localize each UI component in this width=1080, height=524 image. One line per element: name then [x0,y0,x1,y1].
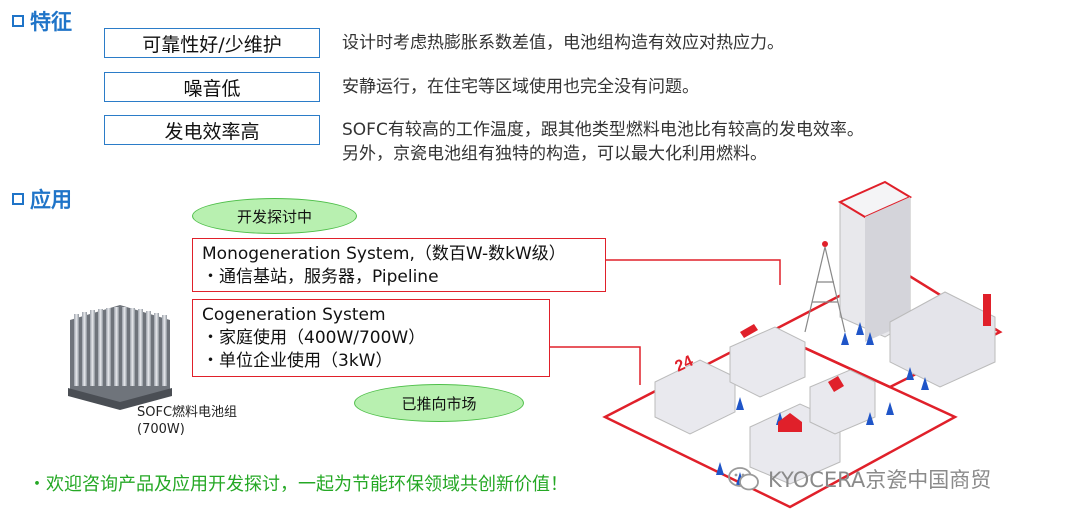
feature-desc-efficiency-2: 另外，京瓷电池组有独特的构造，可以最大化利用燃料。 [342,144,767,164]
house-sign-icon [778,413,802,432]
tower-building [837,180,913,342]
monogeneration-box: Monogeneration System,（数百W-数kW级） ・通信基站，服… [192,238,606,292]
city-illustration: 24 [602,180,1003,509]
product-caption: SOFC燃料电池组 (700W) [137,404,237,438]
feature-label-efficiency: 发电效率高 [104,115,320,145]
mono-connector-line [606,259,781,285]
footer-message: ・欢迎咨询产品及应用开发探讨，一起为节能环保领域共创新价值！ [28,474,568,495]
feature-desc-noise: 安静运行，在住宅等区域使用也完全没有问题。 [342,77,699,97]
product-caption-power: (700W) [137,422,185,437]
features-title: 特征 [30,10,72,34]
feature-desc-efficiency: SOFC有较高的工作温度，跟其他类型燃料电池比有较高的发电效率。 [342,120,864,140]
antenna-light [822,241,828,247]
wrench-sign-icon [740,324,758,338]
cogeneration-use-home: ・家庭使用（400W/700W） [202,328,426,348]
cogen-connector-line [550,346,641,385]
low-buildings [654,326,876,485]
dev-status-badge: 开发探讨中 [192,198,357,234]
features-heading: 特征 [12,6,72,36]
feature-label-noise: 噪音低 [104,72,320,102]
feature-label-reliability: 可靠性好/少维护 [104,28,320,58]
trees [716,322,929,485]
watermark: KYOCERA京瓷中国商贸 [728,464,991,494]
feature-label-text: 发电效率高 [164,120,260,143]
checkbox-square-icon [12,15,24,27]
application-title: 应用 [30,188,72,212]
market-status-text: 已推向市场 [401,394,477,413]
city-sign-24: 24 [673,353,696,376]
sofc-stack-image [68,305,172,410]
cogeneration-box: Cogeneration System ・家庭使用（400W/700W） ・单位… [192,299,550,377]
monogeneration-uses: ・通信基站，服务器，Pipeline [202,267,439,287]
cogeneration-title: Cogeneration System [202,305,386,325]
feature-label-text: 可靠性好/少维护 [142,33,282,56]
factory-building [889,291,996,388]
product-caption-name: SOFC燃料电池组 [137,405,238,420]
feature-label-text: 噪音低 [183,77,241,100]
market-status-badge: 已推向市场 [354,384,524,422]
antenna-tower [804,246,846,333]
checkbox-square-icon [12,193,24,205]
application-heading: 应用 [12,184,72,214]
monogeneration-title: Monogeneration System,（数百W-数kW级） [202,244,566,264]
cogeneration-use-business: ・单位企业使用（3kW） [202,351,393,371]
dev-status-text: 开发探讨中 [236,207,312,226]
scissors-sign-icon [828,376,844,392]
feature-desc-reliability: 设计时考虑热膨胀系数差值，电池组构造有效应对热应力。 [342,33,784,53]
watermark-text: KYOCERA京瓷中国商贸 [768,468,992,492]
wechat-icon [728,467,759,491]
